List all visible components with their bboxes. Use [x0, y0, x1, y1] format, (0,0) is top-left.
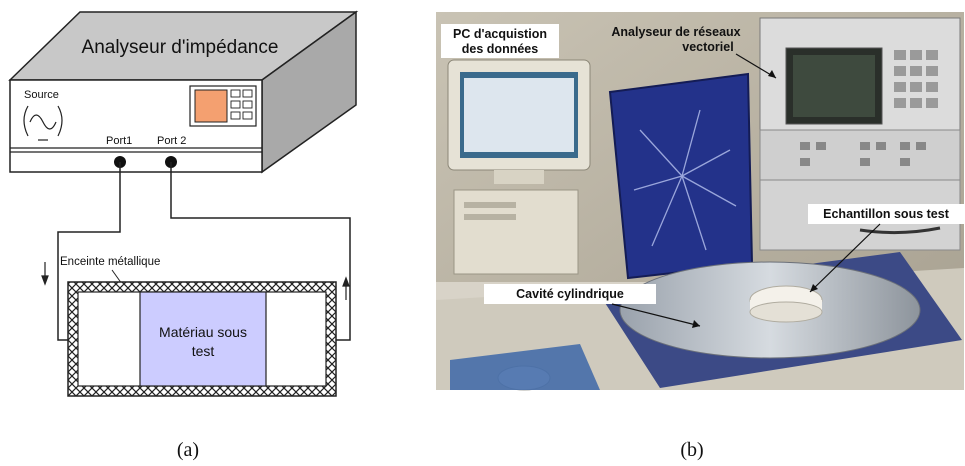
label-pc-line1: PC d'acquistion: [453, 27, 547, 41]
label-analyzer-line1: Analyseur de réseaux: [611, 25, 740, 39]
cylindrical-cavity-illustration: [598, 252, 962, 388]
label-sample: Echantillon sous test: [823, 207, 950, 221]
ac-source-icon: [23, 105, 63, 141]
label-cavity: Cavité cylindrique: [516, 287, 624, 301]
wire-port1: [57, 162, 121, 341]
blue-plate-illustration: [608, 72, 754, 280]
material-label-line2: test: [192, 343, 215, 359]
impedance-analyzer-box: Analyseur d'impédance Source Port1 Port …: [8, 10, 359, 174]
wire-port2: [170, 162, 351, 341]
network-analyzer-illustration: [759, 17, 961, 251]
caption-a: (a): [177, 439, 199, 461]
schematic-a: Analyseur d'impédance Source Port1 Port …: [8, 10, 359, 397]
arrow-analyzer: [735, 53, 777, 79]
source-label: Source: [24, 89, 59, 101]
port1-label: Port1: [106, 135, 132, 147]
caption-b: (b): [680, 439, 703, 461]
pc-illustration: [447, 59, 591, 275]
material-under-test: [139, 291, 267, 387]
port2-label: Port 2: [157, 135, 186, 147]
label-pc-line2: des données: [462, 42, 538, 56]
current-arrows: [41, 262, 350, 300]
analyzer-screen: [194, 89, 228, 123]
photo-b: PC d'acquistion des données Analyseur de…: [436, 12, 964, 391]
enclosure-label: Enceinte métallique: [60, 256, 160, 268]
arrow-cavity: [611, 303, 701, 327]
material-label-line1: Matériau sous: [159, 324, 247, 340]
analyzer-title: Analyseur d'impédance: [82, 37, 279, 58]
arrow-sample: [809, 223, 881, 293]
label-analyzer-line2: vectoriel: [682, 40, 733, 54]
wires: [57, 162, 351, 341]
keypad-icon: [230, 89, 253, 120]
metallic-enclosure: Matériau sous test: [67, 281, 337, 397]
